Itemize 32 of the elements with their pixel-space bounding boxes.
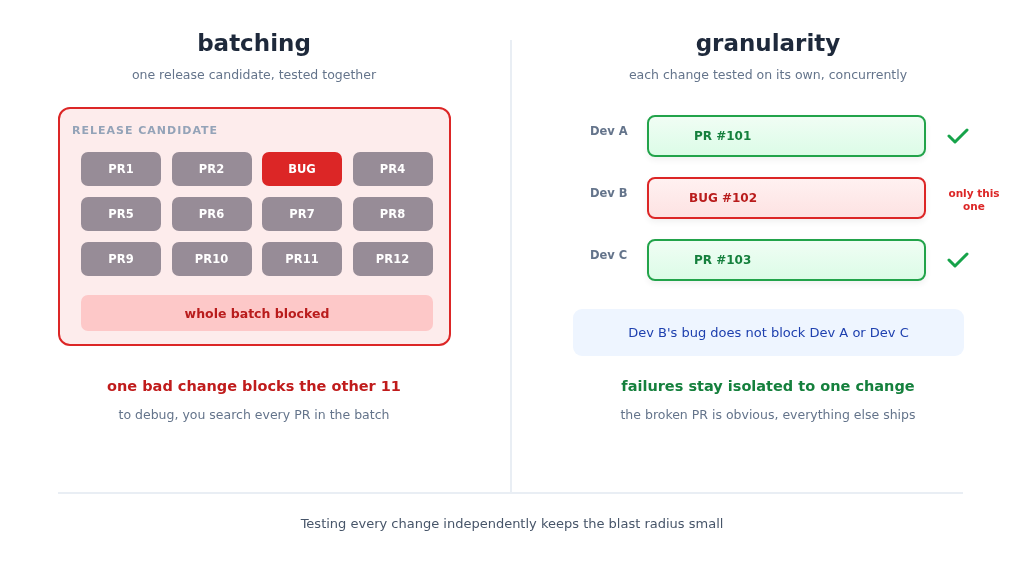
pr-box: PR #103	[647, 239, 926, 281]
bug-box: BUG #102	[647, 177, 926, 219]
subtitle: each change tested on its own, concurrently	[628, 67, 908, 82]
outcome-heading: one bad change blocks the other 11	[107, 378, 401, 394]
status-note: only this one	[947, 187, 1001, 213]
section-heading: batching	[197, 30, 311, 56]
pr-tile: PR6	[171, 197, 252, 231]
pr-tile: PR7	[262, 197, 342, 231]
outcome-note: to debug, you search every PR in the batch	[118, 407, 390, 422]
pr-tile: PR2	[171, 152, 252, 186]
note-box: Dev B's bug does not block Dev A or Dev C	[573, 309, 964, 356]
outcome-note: the broken PR is obvious, everything else ships	[620, 407, 916, 422]
pr-tile: PR9	[81, 242, 161, 276]
outcome-heading: failures stay isolated to one change	[621, 378, 915, 394]
caption: Testing every change independently keeps the blast radius small	[300, 516, 724, 531]
bug-tile: BUG	[262, 152, 342, 186]
group-heading: RELEASE CANDIDATE	[72, 124, 219, 137]
developer-label: Dev C	[590, 248, 628, 262]
developer-label: Dev B	[590, 186, 628, 200]
pr-tile: PR10	[171, 242, 252, 276]
blocked-banner: whole batch blocked	[81, 295, 433, 331]
pr-tile: PR5	[81, 197, 161, 231]
release-candidate-box	[58, 107, 451, 346]
pr-tile: PR12	[352, 242, 433, 276]
pr-tile: PR8	[352, 197, 433, 231]
pr-tile: PR1	[81, 152, 161, 186]
subtitle: one release candidate, tested together	[131, 67, 377, 82]
developer-label: Dev A	[590, 124, 628, 138]
section-heading: granularity	[695, 30, 841, 56]
pr-tile: PR11	[262, 242, 342, 276]
pr-box: PR #101	[647, 115, 926, 157]
pr-tile: PR4	[352, 152, 433, 186]
